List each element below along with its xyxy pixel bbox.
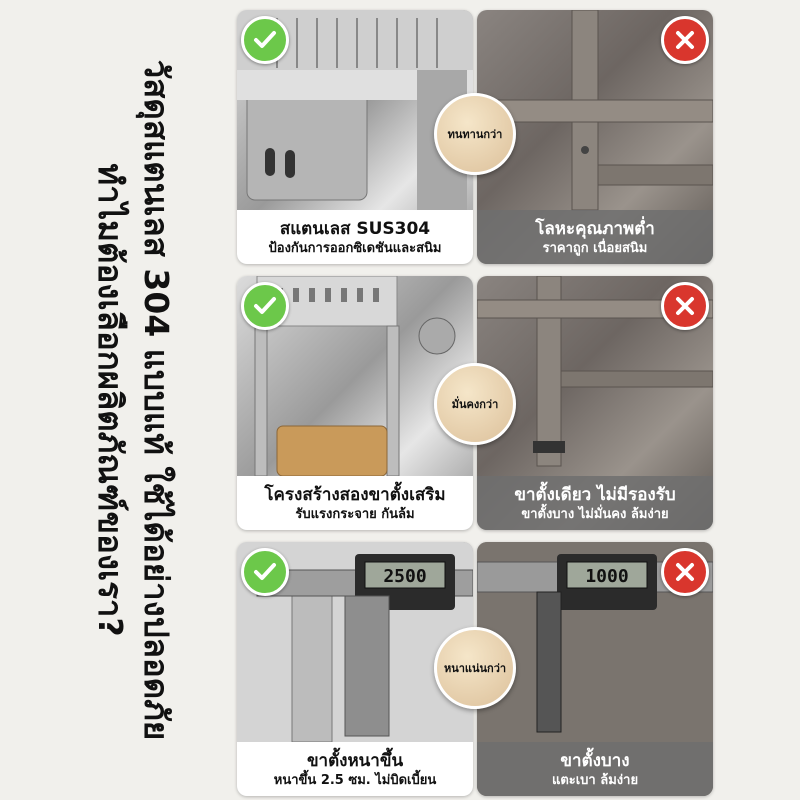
caption-subtitle: ขาตั้งบาง ไม่มั่นคง ล้มง่าย [521,507,669,522]
headline-line-1: วัสดุสแตนเลส 304 แบบแท้ ใช้ได้อย่างปลอดภ… [137,59,176,741]
check-icon [241,548,289,596]
caption-title: ขาตั้งบาง [560,751,630,771]
caption-subtitle: แตะเบา ล้มง่าย [551,773,639,788]
cross-icon [661,548,709,596]
card-low-quality-metal: โลหะคุณภาพต่ำ ราคาถูก เนื่อยสนิม [477,10,713,264]
comparison-badge: หนาแน่นกว่า [434,627,516,709]
headline-line-2: ทำไมต้องเลือกผลิตภัณฑ์ของเรา? [91,163,130,637]
caption-subtitle: ป้องกันการออกซิเดชันและสนิม [268,241,442,256]
card-thicker-legs: 2500 ขาตั้งหนาขึ้น หนาขึ้น 2.5 ซม. ไม่บิ… [237,542,473,796]
cross-icon [661,282,709,330]
check-icon [241,16,289,64]
caption-title: ขาตั้งเดียว ไม่มีรองรับ [514,485,676,505]
caption-bar: โครงสร้างสองขาตั้งเสริม รับแรงกระจาย กัน… [237,476,473,530]
caption-bar: ขาตั้งบาง แตะเบา ล้มง่าย [477,742,713,796]
caption-subtitle: ราคาถูก เนื่อยสนิม [542,241,648,256]
card-thin-legs: 1000 ขาตั้งบาง แตะเบา ล้มง่าย [477,542,713,796]
caption-title: สแตนเลส SUS304 [279,219,431,239]
comparison-badge: ทนทานกว่า [434,93,516,175]
card-double-support: โครงสร้างสองขาตั้งเสริม รับแรงกระจาย กัน… [237,276,473,530]
caliper-reading: 1000 [585,566,629,587]
comparison-badge: มั่นคงกว่า [434,363,516,445]
card-single-leg: ขาตั้งเดียว ไม่มีรองรับ ขาตั้งบาง ไม่มั่… [477,276,713,530]
check-icon [241,282,289,330]
caption-title: โครงสร้างสองขาตั้งเสริม [264,485,446,505]
caption-bar: โลหะคุณภาพต่ำ ราคาถูก เนื่อยสนิม [477,210,713,264]
caption-bar: ขาตั้งเดียว ไม่มีรองรับ ขาตั้งบาง ไม่มั่… [477,476,713,530]
caption-subtitle: รับแรงกระจาย กันล้ม [295,507,415,522]
caption-title: โลหะคุณภาพต่ำ [535,219,655,239]
cross-icon [661,16,709,64]
card-stainless-steel: สแตนเลส SUS304 ป้องกันการออกซิเดชันและสน… [237,10,473,264]
caption-bar: สแตนเลส SUS304 ป้องกันการออกซิเดชันและสน… [237,210,473,264]
caption-title: ขาตั้งหนาขึ้น [306,751,404,771]
headline: วัสดุสแตนเลส 304 แบบแท้ ใช้ได้อย่างปลอดภ… [78,0,188,800]
caption-subtitle: หนาขึ้น 2.5 ซม. ไม่บิดเบี้ยน [273,773,437,788]
caliper-reading: 2500 [383,566,427,587]
caption-bar: ขาตั้งหนาขึ้น หนาขึ้น 2.5 ซม. ไม่บิดเบี้… [237,742,473,796]
